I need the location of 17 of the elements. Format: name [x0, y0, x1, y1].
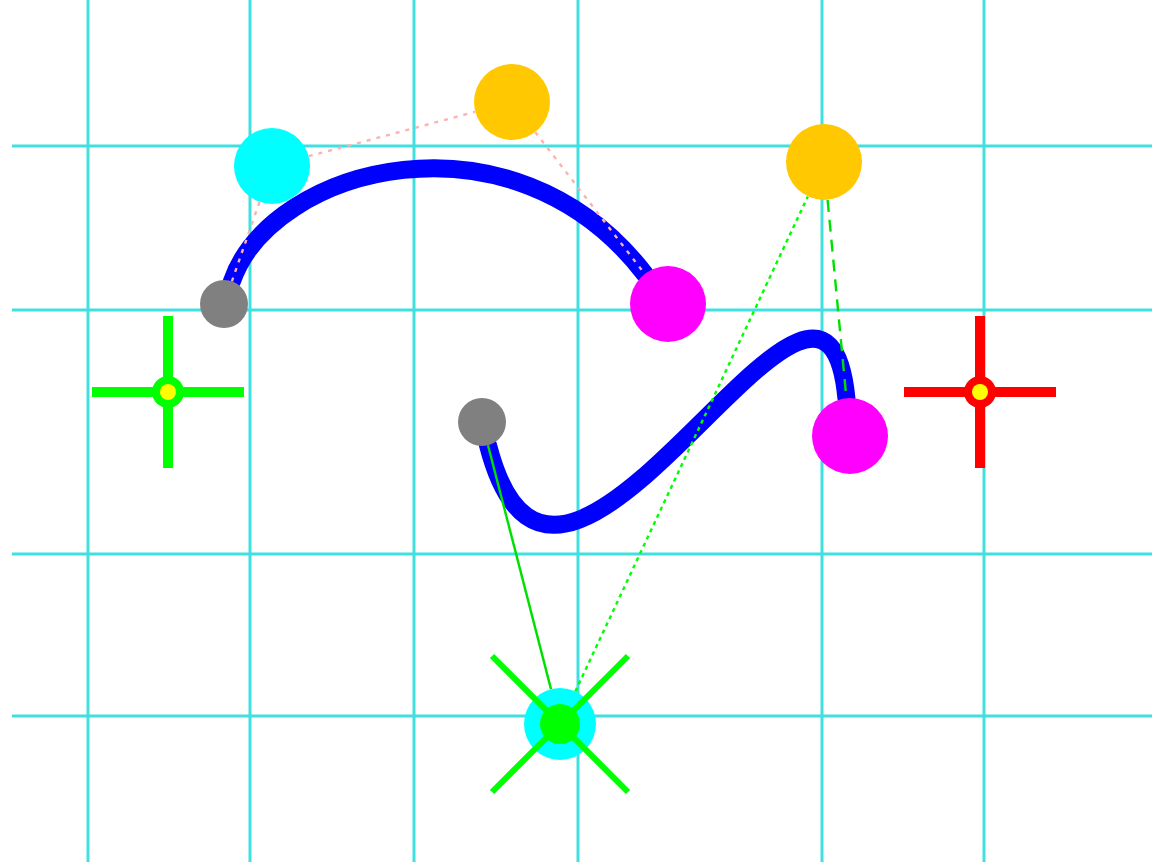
control-line	[486, 444, 553, 690]
control-line	[534, 131, 646, 275]
control-point-dot	[786, 124, 862, 200]
crosshair-marker	[904, 316, 1056, 468]
control-point-dot	[474, 64, 550, 140]
target-point	[492, 656, 628, 792]
endpoint-dot	[812, 398, 888, 474]
endpoint-dot	[458, 398, 506, 446]
bezier-curve	[222, 159, 654, 291]
control-point-dot	[234, 128, 310, 204]
endpoint-dot	[630, 266, 706, 342]
control-line	[574, 195, 809, 692]
endpoint-dot	[200, 280, 248, 328]
crosshair-marker	[92, 316, 244, 468]
bezier-curve	[479, 330, 856, 532]
control-line	[230, 201, 261, 282]
control-line	[308, 110, 476, 158]
